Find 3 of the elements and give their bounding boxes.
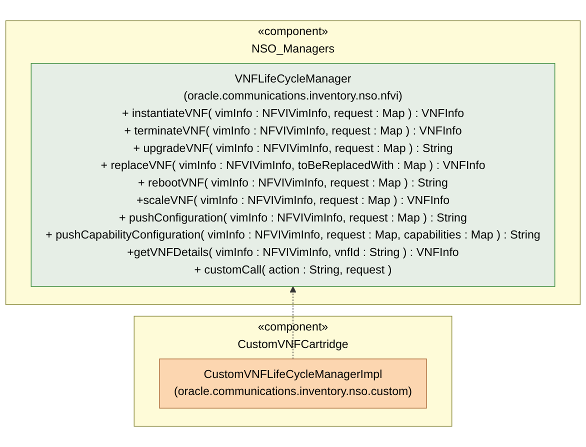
arrow — [290, 286, 296, 360]
node-box: VNFLifeCycleManager (oracle.communications.inventory.nso.nfvi) + instantiateVNF( vimInfo : NFVIVimInfo, request : Map ) : VNFInfo + terminateVNF( vimInfo : NFVIVimInfo, request : Map ) : VNFInfo + upgradeVNF( vimInfo : NFVIVimInfo, request : Map ) : String + replaceVNF( vimInfo : NFVIVimInfo, toBeReplacedWith : Map ) : VNFInfo + rebootVNF( vimInfo : NFVIVimInfo, request : Map ) : String +scaleVNF( vimInfo : NFVIVimInfo, request : Map ) : VNFInfo + pushConfiguration( vimInfo : NFVIVimInfo, request : Map ) : String + pushCapabilityConfiguration( vimInfo : NFVIVimInfo, request : Map, capabilities : Map ) : String +getVNFDetails( vimInfo : NFVIVimInfo, vnfId : String ) : VNFInfo + customCall( action : String, request ) — [30, 63, 556, 287]
node-box: CustomVNFLifeCycleManagerImpl (oracle.communications.inventory.nso.custom) — [159, 358, 427, 409]
